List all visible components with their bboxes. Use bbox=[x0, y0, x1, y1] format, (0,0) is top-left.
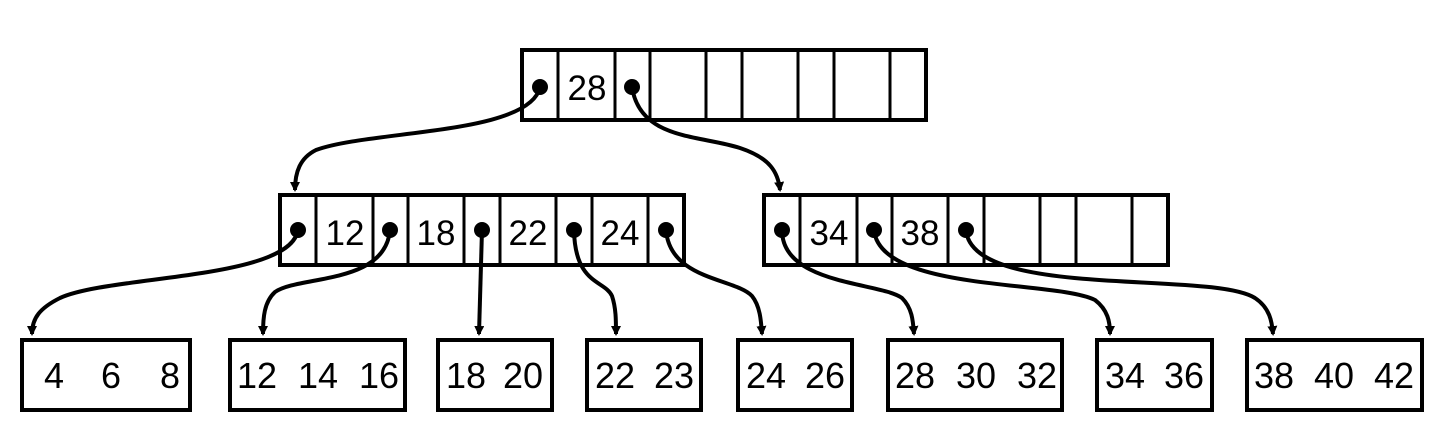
leaf-5-value-2: 32 bbox=[1017, 355, 1057, 396]
arrow-to-leaf-0 bbox=[27, 229, 300, 336]
arrow-to-leaf-5 bbox=[780, 229, 919, 336]
internal-left-key-0: 12 bbox=[326, 214, 365, 253]
arrow-to-leaf-4 bbox=[664, 229, 767, 336]
leaf-5-value-1: 30 bbox=[956, 355, 996, 396]
leaf-3-value-0: 22 bbox=[595, 355, 635, 396]
leaf-node-7: 38 40 42 bbox=[1245, 338, 1424, 412]
leaf-0-value-2: 8 bbox=[160, 355, 180, 396]
internal-left-key-1: 18 bbox=[417, 214, 456, 253]
leaf-node-5: 28 30 32 bbox=[886, 338, 1064, 412]
leaf-2-value-1: 20 bbox=[503, 355, 543, 396]
internal-right-key-1: 38 bbox=[901, 214, 940, 253]
leaf-node-4: 24 26 bbox=[736, 338, 854, 412]
pointer-arrows bbox=[27, 86, 1278, 336]
root-node-frame bbox=[520, 48, 928, 122]
leaf-2-value-0: 18 bbox=[446, 355, 486, 396]
leaf-node-1: 12 14 16 bbox=[228, 338, 407, 412]
arrow-to-leaf-7 bbox=[964, 229, 1278, 336]
leaf-0-value-0: 4 bbox=[44, 355, 64, 396]
leaf-node-6: 34 36 bbox=[1095, 338, 1214, 412]
internal-left-key-2: 22 bbox=[509, 214, 548, 253]
leaf-1-value-0: 12 bbox=[237, 355, 277, 396]
leaf-node-2: 18 20 bbox=[436, 338, 554, 412]
leaf-4-value-0: 24 bbox=[746, 355, 786, 396]
root-node: 28 bbox=[520, 48, 928, 122]
leaf-4-value-1: 26 bbox=[805, 355, 845, 396]
arrow-root-to-internal-right bbox=[630, 86, 785, 192]
leaf-node-0: 4 6 8 bbox=[20, 338, 192, 412]
arrow-to-leaf-2 bbox=[474, 229, 485, 336]
leaf-0-value-1: 6 bbox=[101, 355, 121, 396]
internal-left-key-3: 24 bbox=[601, 214, 640, 253]
internal-right-key-0: 34 bbox=[810, 214, 849, 253]
internal-node-right: 34 38 bbox=[762, 193, 1170, 267]
internal-right-frame bbox=[762, 193, 1170, 267]
leaf-node-3: 22 23 bbox=[585, 338, 703, 412]
leaf-6-value-0: 34 bbox=[1105, 355, 1145, 396]
arrow-to-leaf-1 bbox=[258, 229, 392, 336]
arrow-to-leaf-3 bbox=[572, 229, 621, 336]
arrow-root-to-internal-left bbox=[290, 86, 542, 192]
arrow-to-leaf-6 bbox=[872, 229, 1115, 336]
leaf-1-value-1: 14 bbox=[298, 355, 338, 396]
leaf-6-value-1: 36 bbox=[1164, 355, 1204, 396]
leaf-5-value-0: 28 bbox=[895, 355, 935, 396]
root-key: 28 bbox=[568, 69, 607, 108]
leaf-3-value-1: 23 bbox=[654, 355, 694, 396]
leaf-1-value-2: 16 bbox=[359, 355, 399, 396]
leaf-7-value-0: 38 bbox=[1254, 355, 1294, 396]
leaf-7-value-2: 42 bbox=[1374, 355, 1414, 396]
leaf-7-value-1: 40 bbox=[1314, 355, 1354, 396]
